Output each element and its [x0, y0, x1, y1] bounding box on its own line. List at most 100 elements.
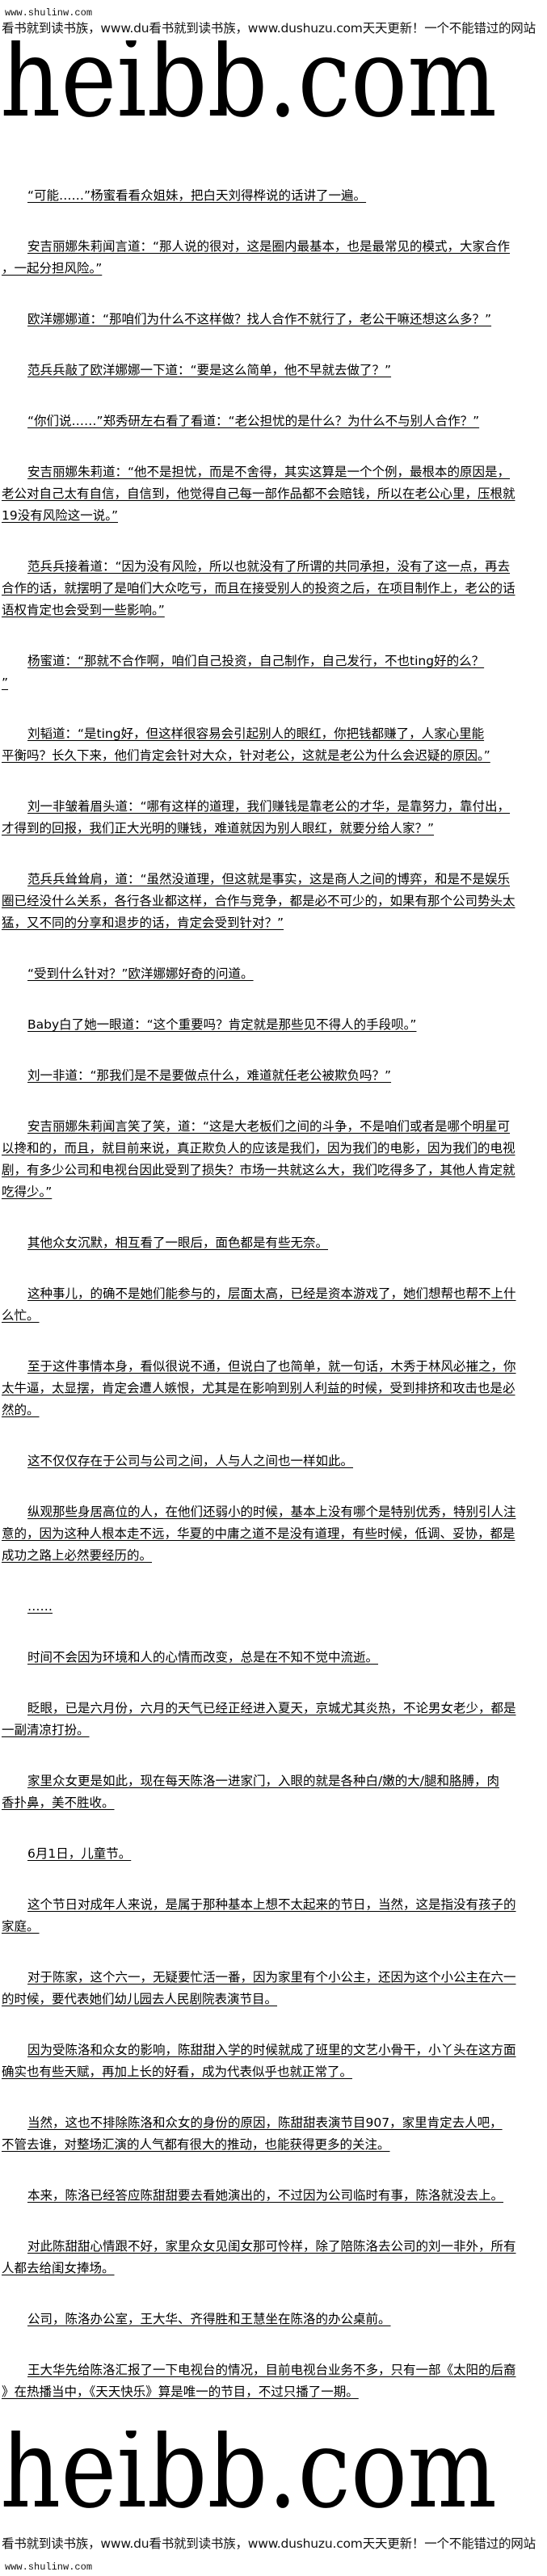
- paragraph: 因为受陈洛和众女的影响，陈甜甜入学的时候就成了班里的文艺小骨干，小丫头在这方面确…: [0, 2039, 547, 2083]
- paragraph: 刘一非道：“那我们是不是要做点什么，难道就任老公被欺负吗？”: [0, 1065, 547, 1087]
- underlined-text: ……: [27, 1599, 53, 1614]
- text-line: ……: [0, 1596, 547, 1618]
- text-line: 一副清凉打扮。: [0, 1719, 547, 1741]
- underlined-text: 意的，因为这种人根本走不远，华夏的中庸之道不是没有道理，有些时候，低调、妥协，都…: [2, 1526, 515, 1541]
- site-banner-top[interactable]: 看书就到读书族，www.du看书就到读书族，www.dushuzu.com天天更…: [2, 21, 536, 36]
- underlined-text: 纵观那些身居高位的人，在他们还弱小的时候，基本上没有哪个是特别优秀，特别引人注: [27, 1505, 516, 1519]
- paragraph: 杨蜜道：“那就不合作啊，咱们自己投资，自己制作，自己发行，不也ting好的么？ ”: [0, 650, 547, 694]
- underlined-text: 刘一非皱着眉头道：“哪有这样的道理，我们赚钱是靠老公的才华，是靠努力，靠付出，: [27, 799, 511, 814]
- underlined-text: 香扑鼻，美不胜收。: [2, 1795, 115, 1810]
- underlined-text: 确实也有些天赋，再加上长的好看，成为代表似乎也就正常了。: [2, 2065, 353, 2079]
- paragraph: 这个节日对成年人来说，是属于那种基本上想不太起来的节日，当然，这是指没有孩子的家…: [0, 1894, 547, 1938]
- underlined-text: 对于陈家，这个六一，无疑要忙活一番，因为家里有个小公主，还因为这个小公主在六一: [27, 1970, 516, 1985]
- text-line: 剧，有多少公司和电视台因此受到了损失？市场一共就这么大，我们吃得多了，其他人肯定…: [0, 1160, 547, 1181]
- text-line: 意的，因为这种人根本走不远，华夏的中庸之道不是没有道理，有些时候，低调、妥协，都…: [0, 1523, 547, 1545]
- paragraph: 刘一非皱着眉头道：“哪有这样的道理，我们赚钱是靠老公的才华，是靠努力，靠付出， 才…: [0, 796, 547, 840]
- text-line: 以搀和的，而且，就目前来说，真正欺负人的应该是我们，因为我们的电影，因为我们的电…: [0, 1138, 547, 1160]
- text-line: Baby白了她一眼道：“这个重要吗？肯定就是那些见不得人的手段呗。”: [0, 1014, 547, 1036]
- paragraph: “受到什么针对？”欧洋娜娜好奇的问道。: [0, 963, 547, 985]
- paragraph: 范兵兵敲了欧洋娜娜一下道：“要是这么简单，他不早就去做了？”: [0, 360, 547, 381]
- text-line: 王大华先给陈洛汇报了一下电视台的情况，目前电视台业务不多，只有一部《太阳的后裔: [0, 2359, 547, 2381]
- text-line: 然的。: [0, 1400, 547, 1421]
- underlined-text: 这种事儿，的确不是她们能参与的，层面太高，已经是资本游戏了，她们想帮也帮不上什: [27, 1286, 516, 1301]
- underlined-text: 家庭。: [2, 1919, 40, 1934]
- underlined-text: 平衡吗？长久下来，他们肯定会针对大众，针对老公，这就是老公为什么会迟疑的原因。”: [2, 748, 490, 763]
- text-line: 确实也有些天赋，再加上长的好看，成为代表似乎也就正常了。: [0, 2061, 547, 2083]
- underlined-text: 》在热播当中，《天天快乐》算是唯一的节目，不过只播了一期。: [2, 2384, 359, 2399]
- underlined-text: 6月1日，儿童节。: [27, 1846, 132, 1861]
- paragraph: 这种事儿，的确不是她们能参与的，层面太高，已经是资本游戏了，她们想帮也帮不上什么…: [0, 1283, 547, 1327]
- site-logo-top: heibb.com: [0, 40, 547, 121]
- paragraph: 公司，陈洛办公室，王大华、齐得胜和王慧坐在陈洛的办公桌前。: [0, 2309, 547, 2330]
- text-line: 至于这件事情本身，看似很说不通，但说白了也简单，就一句话，木秀于林风必摧之，你: [0, 1356, 547, 1378]
- text-line: 家庭。: [0, 1916, 547, 1938]
- text-line: 吃得少。”: [0, 1181, 547, 1203]
- underlined-text: 圈已经没什么关系，各行各业都这样，合作与竞争，都是必不可少的，如果有那个公司势头…: [2, 894, 515, 908]
- paragraph: 安吉丽娜朱莉闻言笑了笑，道：“这是大老板们之间的斗争，不是咱们或者是哪个明星可以…: [0, 1116, 547, 1203]
- underlined-text: 王大华先给陈洛汇报了一下电视台的情况，目前电视台业务不多，只有一部《太阳的后裔: [27, 2363, 516, 2377]
- underlined-text: “你们说……”郑秀研左右看了看道：“老公担忧的是什么？为什么不与别人合作？”: [27, 414, 480, 428]
- site-banner-bottom[interactable]: 看书就到读书族，www.du看书就到读书族，www.dushuzu.com天天更…: [2, 2536, 536, 2551]
- text-line: 范兵兵接着道：“因为没有风险，所以也就没有了所谓的共同承担，没有了这一点，再去: [0, 556, 547, 578]
- underlined-text: “受到什么针对？”欧洋娜娜好奇的问道。: [27, 966, 254, 981]
- paragraph: 对于陈家，这个六一，无疑要忙活一番，因为家里有个小公主，还因为这个小公主在六一的…: [0, 1967, 547, 2010]
- text-line: 平衡吗？长久下来，他们肯定会针对大众，针对老公，这就是老公为什么会迟疑的原因。”: [0, 745, 547, 767]
- underlined-text: 因为受陈洛和众女的影响，陈甜甜入学的时候就成了班里的文艺小骨干，小丫头在这方面: [27, 2043, 516, 2057]
- site-url-top[interactable]: www.shulinw.com: [5, 7, 93, 19]
- text-line: 这个节日对成年人来说，是属于那种基本上想不太起来的节日，当然，这是指没有孩子的: [0, 1894, 547, 1916]
- paragraph: 本来，陈洛已经答应陈甜甜要去看她演出的，不过因为公司临时有事，陈洛就没去上。: [0, 2185, 547, 2207]
- text-line: 香扑鼻，美不胜收。: [0, 1792, 547, 1814]
- text-line: 合作的话，就摆明了是咱们大众吃亏，而且在接受别人的投资之后，在项目制作上，老公的…: [0, 578, 547, 600]
- underlined-text: 的时候，要代表她们幼儿园去人民剧院表演节目。: [2, 1992, 278, 2006]
- underlined-text: “可能……”杨蜜看看众姐妹，把白天刘得桦说的话讲了一遍。: [27, 188, 367, 203]
- paragraph: “可能……”杨蜜看看众姐妹，把白天刘得桦说的话讲了一遍。: [0, 185, 547, 207]
- underlined-text: 成功之路上必然要经历的。: [2, 1548, 153, 1563]
- underlined-text: 公司，陈洛办公室，王大华、齐得胜和王慧坐在陈洛的办公桌前。: [27, 2312, 391, 2326]
- text-line: ”: [0, 672, 547, 694]
- text-line: 眨眼，已是六月份，六月的天气已经正经进入夏天，京城尤其炎热，不论男女老少，都是: [0, 1698, 547, 1719]
- underlined-text: 范兵兵敲了欧洋娜娜一下道：“要是这么简单，他不早就去做了？”: [27, 363, 392, 377]
- underlined-text: Baby白了她一眼道：“这个重要吗？肯定就是那些见不得人的手段呗。”: [27, 1017, 417, 1032]
- underlined-text: 家里众女更是如此，现在每天陈洛一进家门，入眼的就是各种白/嫩的大/腿和胳膊，肉: [27, 1774, 499, 1788]
- text-line: 刘一非皱着眉头道：“哪有这样的道理，我们赚钱是靠老公的才华，是靠努力，靠付出，: [0, 796, 547, 818]
- underlined-text: 人都去给闺女捧场。: [2, 2261, 115, 2275]
- underlined-text: 19没有风险这一说。”: [2, 508, 119, 523]
- underlined-text: 安吉丽娜朱莉闻言道：“那人说的很对，这是圈内最基本，也是最常见的模式，大家合作: [27, 239, 511, 254]
- underlined-text: 刘韬道：“是ting好，但这样很容易会引起别人的眼红，你把钱都赚了，人家心里能: [27, 726, 485, 741]
- text-line: 范兵兵敲了欧洋娜娜一下道：“要是这么简单，他不早就去做了？”: [0, 360, 547, 381]
- paragraph: 范兵兵耸耸肩，道：“虽然没道理，但这就是事实，这是商人之间的博弈，和是不是娱乐圈…: [0, 869, 547, 934]
- paragraph: 当然，这也不排除陈洛和众女的身份的原因，陈甜甜表演节目907，家里肯定去人吧，不…: [0, 2112, 547, 2156]
- text-line: 这不仅仅存在于公司与公司之间，人与人之间也一样如此。: [0, 1450, 547, 1472]
- underlined-text: 猛，又不同的分享和退步的话，肯定会受到针对？”: [2, 915, 284, 930]
- text-line: 公司，陈洛办公室，王大华、齐得胜和王慧坐在陈洛的办公桌前。: [0, 2309, 547, 2330]
- paragraph: 6月1日，儿童节。: [0, 1843, 547, 1865]
- logo-graphic: heibb.com: [0, 2431, 497, 2511]
- text-line: 范兵兵耸耸肩，道：“虽然没道理，但这就是事实，这是商人之间的博弈，和是不是娱乐: [0, 869, 547, 890]
- logo-text: heibb.com: [0, 2431, 497, 2511]
- underlined-text: ”: [2, 676, 9, 690]
- paragraph: 王大华先给陈洛汇报了一下电视台的情况，目前电视台业务不多，只有一部《太阳的后裔》…: [0, 2359, 547, 2403]
- underlined-text: 么忙。: [2, 1308, 40, 1323]
- text-line: 安吉丽娜朱莉道：“他不是担忧，而是不舍得，其实这算是一个个例，最根本的原因是，: [0, 461, 547, 483]
- underlined-text: 当然，这也不排除陈洛和众女的身份的原因，陈甜甜表演节目907，家里肯定去人吧，: [27, 2115, 503, 2130]
- paragraph: “你们说……”郑秀研左右看了看道：“老公担忧的是什么？为什么不与别人合作？”: [0, 410, 547, 432]
- text-line: 刘一非道：“那我们是不是要做点什么，难道就任老公被欺负吗？”: [0, 1065, 547, 1087]
- underlined-text: 一副清凉打扮。: [2, 1723, 90, 1737]
- underlined-text: 至于这件事情本身，看似很说不通，但说白了也简单，就一句话，木秀于林风必摧之，你: [27, 1359, 516, 1374]
- site-url-bottom[interactable]: www.shulinw.com: [5, 2561, 93, 2573]
- text-line: “受到什么针对？”欧洋娜娜好奇的问道。: [0, 963, 547, 985]
- text-line: 杨蜜道：“那就不合作啊，咱们自己投资，自己制作，自己发行，不也ting好的么？: [0, 650, 547, 672]
- underlined-text: 其他众女沉默，相互看了一眼后，面色都是有些无奈。: [27, 1235, 329, 1250]
- text-line: 人都去给闺女捧场。: [0, 2258, 547, 2279]
- text-line: 才得到的回报，我们正大光明的赚钱，难道就因为别人眼红，就要分给人家？”: [0, 818, 547, 840]
- text-line: 6月1日，儿童节。: [0, 1843, 547, 1865]
- logo-text: heibb.com: [0, 40, 497, 121]
- paragraph: 欧洋娜娜道：“那咱们为什么不这样做？找人合作不就行了，老公干嘛还想这么多？”: [0, 309, 547, 330]
- underlined-text: 时间不会因为环境和人的心情而改变，总是在不知不觉中流逝。: [27, 1650, 379, 1665]
- text-line: 安吉丽娜朱莉闻言笑了笑，道：“这是大老板们之间的斗争，不是咱们或者是哪个明星可: [0, 1116, 547, 1138]
- underlined-text: 本来，陈洛已经答应陈甜甜要去看她演出的，不过因为公司临时有事，陈洛就没去上。: [27, 2188, 504, 2203]
- underlined-text: 眨眼，已是六月份，六月的天气已经正经进入夏天，京城尤其炎热，不论男女老少，都是: [27, 1701, 516, 1715]
- text-line: 太牛逼，太显摆，肯定会遭人嫉恨，尤其是在影响到别人利益的时候，受到排挤和攻击也是…: [0, 1378, 547, 1400]
- underlined-text: 安吉丽娜朱莉闻言笑了笑，道：“这是大老板们之间的斗争，不是咱们或者是哪个明星可: [27, 1119, 511, 1134]
- paragraph: 安吉丽娜朱莉道：“他不是担忧，而是不舍得，其实这算是一个个例，最根本的原因是，老…: [0, 461, 547, 527]
